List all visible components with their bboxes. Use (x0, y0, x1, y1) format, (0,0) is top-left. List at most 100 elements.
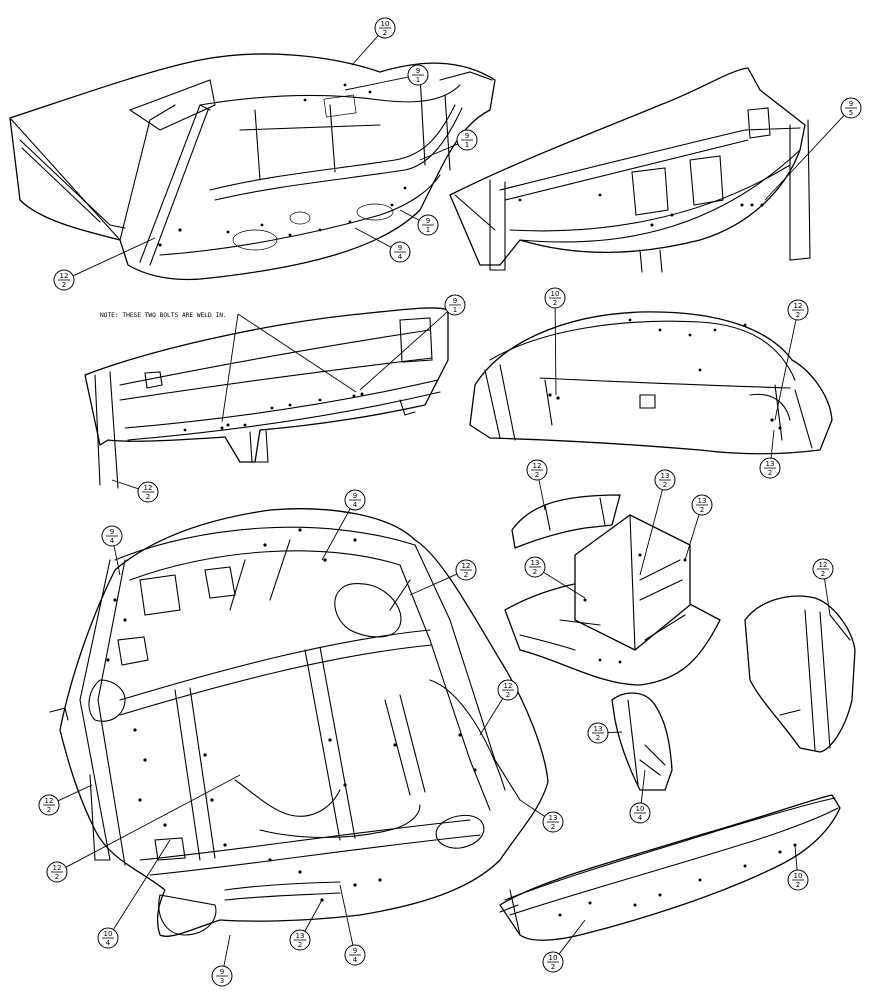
callout-part-number: 10 (104, 930, 113, 938)
callout-balloon: 132 (289, 899, 323, 951)
view-floor-assembly-top-left (9, 53, 496, 281)
callout-part-number: 9 (416, 67, 420, 75)
view-curved-wall-middle-right (469, 311, 833, 455)
callout-part-number: 9 (426, 217, 430, 225)
callout-quantity: 2 (551, 823, 555, 831)
callout-leader-line (543, 571, 586, 599)
view-curved-panel-top-right (449, 67, 811, 273)
callout-quantity: 4 (106, 939, 111, 947)
callout-part-number: 10 (381, 20, 390, 28)
callout-quantity: 2 (383, 29, 387, 37)
callout-balloon: 122 (38, 784, 93, 816)
callout-part-number: 9 (398, 244, 402, 252)
callout-quantity: 4 (353, 956, 358, 964)
callout-balloon: 132 (519, 799, 564, 833)
callout-balloon: 132 (759, 429, 781, 479)
callout-balloon: 122 (526, 459, 548, 511)
callout-quantity: 2 (551, 963, 555, 971)
callout-leader-line (72, 237, 156, 277)
callout-part-number: 10 (636, 805, 645, 813)
view-rail-middle-left (84, 307, 449, 489)
callout-balloon: 122 (46, 774, 241, 883)
callout-leader-line (354, 227, 392, 248)
callout-part-number: 13 (661, 472, 670, 480)
callout-balloon: 132 (684, 494, 713, 561)
callout-part-number: 13 (549, 814, 558, 822)
callout-quantity: 1 (416, 76, 420, 84)
callout-leader-line (351, 35, 379, 66)
weld-bolt-note-text: NOTE: THESE TWO BOLTS ARE WELD IN. (100, 312, 227, 319)
callout-balloon: 91 (419, 129, 478, 161)
callout-balloon: 94 (354, 227, 411, 263)
callout-quantity: 2 (700, 506, 704, 514)
callout-balloon: 122 (53, 237, 156, 291)
callout-balloon: 91 (359, 294, 466, 391)
callout-quantity: 3 (220, 977, 224, 985)
callout-balloon: 122 (409, 559, 477, 596)
callout-part-number: 9 (849, 100, 853, 108)
callout-leader-line (339, 884, 354, 946)
callout-quantity: 2 (663, 481, 667, 489)
callout-quantity: 5 (849, 109, 853, 117)
callout-quantity: 2 (535, 471, 539, 479)
callout-leader-line (344, 76, 409, 91)
callout-leader-line (824, 578, 831, 616)
callout-balloon: 93 (211, 934, 233, 987)
callout-leader-line (607, 731, 623, 734)
callout-part-number: 9 (220, 968, 224, 976)
callout-part-number: 12 (504, 682, 513, 690)
callout-quantity: 2 (533, 568, 537, 576)
callout-quantity: 2 (796, 311, 800, 319)
callout-part-number: 10 (549, 954, 558, 962)
callout-balloon: 132 (639, 469, 676, 576)
callout-leader-line (558, 919, 586, 955)
callout-leader-line (764, 114, 845, 201)
callout-leader-line (774, 319, 797, 421)
callout-balloon: 91 (399, 209, 439, 236)
callout-leader-line (359, 311, 448, 391)
callout-leader-line (794, 845, 798, 871)
callout-part-number: 9 (465, 132, 469, 140)
callout-balloon: 122 (111, 479, 159, 503)
callout-part-number: 9 (353, 947, 357, 955)
view-long-rail-bottom (499, 794, 841, 941)
callout-leader-line (479, 698, 504, 736)
callout-balloon: 94 (339, 884, 366, 966)
callout-quantity: 2 (47, 806, 51, 814)
view-corner-piece (611, 692, 673, 791)
callout-leader-line (111, 479, 139, 490)
weld-bolt-note: NOTE: THESE TWO BOLTS ARE WELD IN. (100, 312, 357, 423)
callout-balloon: 102 (787, 845, 809, 891)
callout-leader-line (770, 429, 775, 459)
callout-leader-line (409, 573, 458, 596)
callout-balloon: 94 (321, 489, 366, 561)
callout-part-number: 12 (794, 302, 803, 310)
callout-part-number: 10 (551, 290, 560, 298)
callout-quantity: 2 (596, 734, 600, 742)
callout-leader-line (538, 479, 546, 511)
callout-quantity: 2 (298, 941, 302, 949)
callout-leader-line (57, 784, 93, 802)
callout-part-number: 13 (594, 725, 603, 733)
callout-part-number: 13 (296, 932, 305, 940)
callout-leader-line (223, 934, 231, 967)
callout-part-number: 12 (45, 797, 54, 805)
callout-leader-line (639, 489, 663, 576)
callout-balloon: 132 (524, 556, 586, 599)
callout-leader-line (304, 899, 323, 932)
callout-quantity: 4 (353, 501, 358, 509)
callout-quantity: 1 (426, 226, 430, 234)
callout-leader-line (399, 209, 420, 221)
callout-balloon: 104 (97, 839, 171, 949)
callout-leader-line (419, 143, 458, 161)
callout-part-number: 12 (53, 864, 62, 872)
callout-quantity: 2 (146, 493, 150, 501)
callout-leader-line (554, 307, 557, 396)
callout-balloon: 122 (812, 558, 834, 616)
callout-quantity: 4 (110, 537, 115, 545)
callout-balloon: 91 (344, 64, 429, 91)
callout-leader-line (684, 514, 700, 561)
callout-balloon: 132 (587, 722, 623, 744)
